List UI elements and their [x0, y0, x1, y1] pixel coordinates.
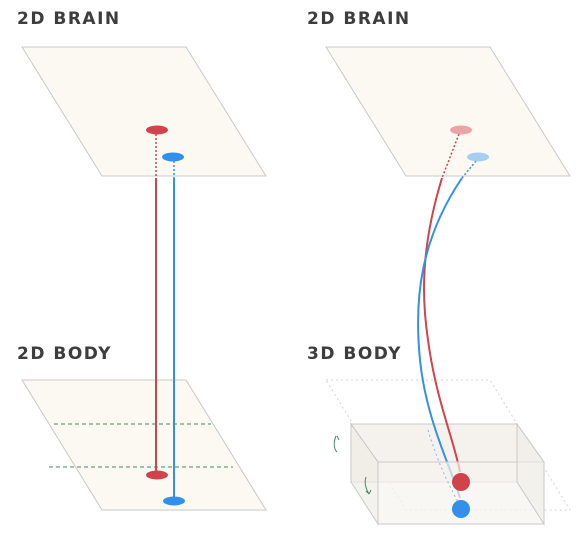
blue-brain-dot-left — [162, 152, 184, 162]
red-brain-dot-right — [450, 125, 472, 135]
brain-plane-right — [325, 46, 571, 177]
red-body-dot-right — [452, 473, 470, 491]
rotation-arrow-icon-upper — [333, 435, 340, 453]
blue-brain-dot-right — [467, 152, 489, 162]
rotation-arrow-icon-lower — [364, 476, 372, 495]
box-left-face — [350, 422, 379, 526]
label-2d-brain-right: 2D BRAIN — [307, 9, 411, 29]
box-right-face — [516, 422, 545, 526]
brain-plane-left — [21, 46, 267, 177]
red-body-dot-left — [146, 470, 168, 480]
blue-body-dot-left — [163, 496, 185, 506]
box-top-face — [350, 423, 545, 463]
red-brain-dot-left — [146, 125, 168, 135]
label-2d-body: 2D BODY — [17, 344, 112, 364]
label-3d-body: 3D BODY — [307, 344, 402, 364]
red-connection-curve-right — [422, 177, 461, 473]
blue-body-dot-right — [452, 500, 470, 518]
label-2d-brain-left: 2D BRAIN — [17, 9, 121, 29]
body-plane-left — [21, 379, 267, 511]
